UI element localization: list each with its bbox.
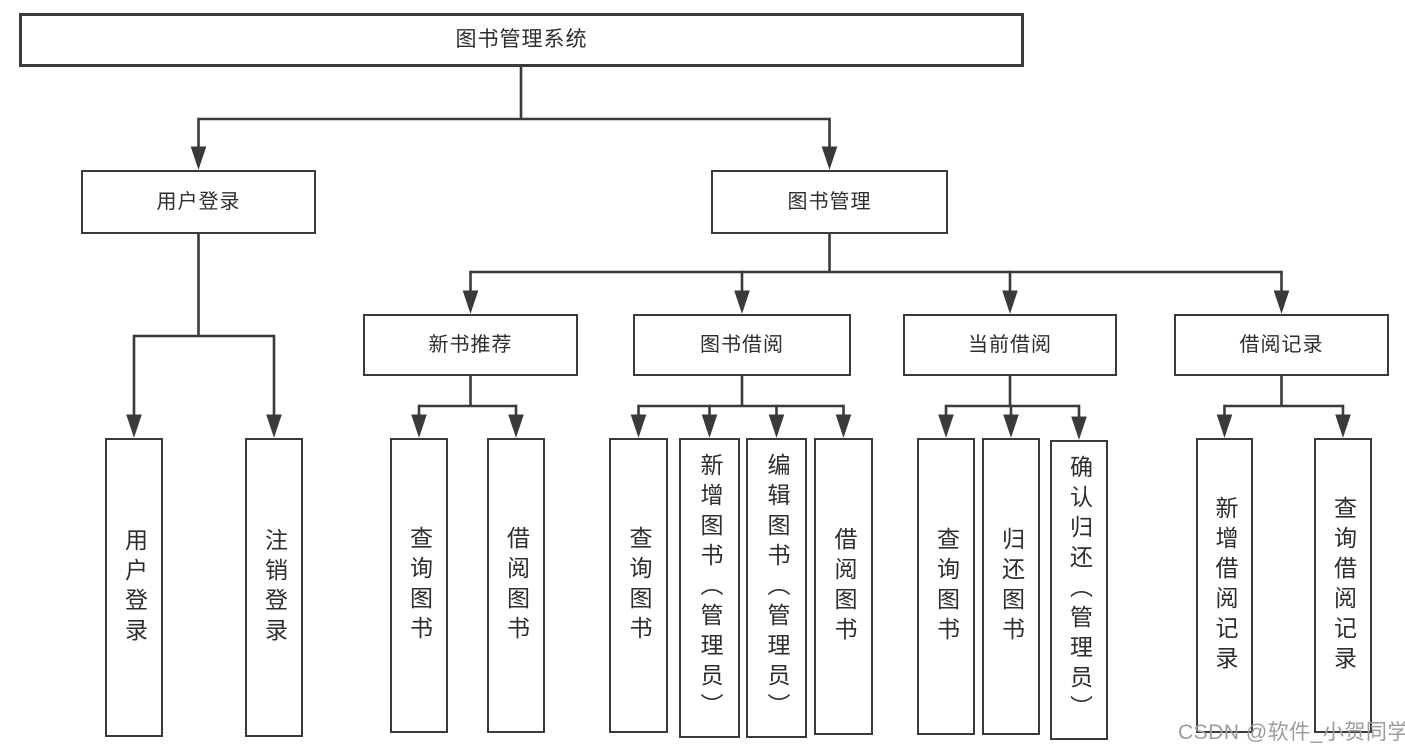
node-user-login-label: 用户登录 [156, 191, 241, 213]
node-leaf-edit-books-admin: 编辑图书（管理员） [746, 438, 807, 738]
node-leaf-edit-books-admin-label: 编辑图书（管理员） [764, 453, 790, 723]
node-leaf-return-books: 归还图书 [982, 438, 1040, 735]
node-leaf-add-books-admin: 新增图书（管理员） [679, 438, 740, 738]
connectors-user-login [126, 234, 282, 438]
node-user-login: 用户登录 [81, 170, 316, 234]
node-leaf-add-books-admin-label: 新增图书（管理员） [697, 453, 723, 723]
connectors-book-borrow [630, 376, 852, 438]
node-root: 图书管理系统 [19, 13, 1024, 67]
node-new-book-recommend: 新书推荐 [363, 314, 578, 376]
node-new-book-recommend-label: 新书推荐 [428, 334, 513, 356]
node-leaf-query-books-2: 查询图书 [609, 438, 668, 733]
node-leaf-query-borrow-record: 查询借阅记录 [1314, 438, 1372, 733]
node-leaf-borrow-books-2-label: 借阅图书 [831, 526, 857, 647]
connectors-root [190, 66, 838, 170]
node-leaf-logout: 注销登录 [245, 438, 303, 737]
node-leaf-logout-label: 注销登录 [261, 527, 288, 648]
node-leaf-user-login-label: 用户登录 [121, 527, 148, 648]
node-leaf-confirm-return-admin: 确认归还（管理员） [1050, 440, 1108, 740]
node-leaf-add-borrow-record-label: 新增借阅记录 [1212, 495, 1238, 676]
connectors-current-borrow [938, 376, 1087, 440]
node-leaf-confirm-return-admin-label: 确认归还（管理员） [1066, 455, 1093, 725]
node-current-borrow: 当前借阅 [903, 314, 1117, 376]
node-current-borrow-label: 当前借阅 [968, 334, 1052, 356]
connectors-new-book-recommend [411, 376, 524, 438]
node-leaf-user-login: 用户登录 [105, 438, 163, 737]
node-book-management-label: 图书管理 [787, 191, 872, 213]
node-root-label: 图书管理系统 [455, 28, 588, 52]
node-leaf-query-borrow-record-label: 查询借阅记录 [1330, 495, 1357, 676]
node-leaf-query-books-1: 查询图书 [390, 438, 448, 733]
node-leaf-borrow-books-1: 借阅图书 [487, 438, 545, 733]
node-borrow-record-label: 借阅记录 [1239, 334, 1324, 356]
node-book-borrow-label: 图书借阅 [700, 334, 784, 356]
connectors-borrow-record [1216, 376, 1351, 438]
node-leaf-borrow-books-2: 借阅图书 [814, 438, 873, 735]
node-leaf-query-books-2-label: 查询图书 [626, 525, 652, 646]
node-leaf-return-books-label: 归还图书 [998, 526, 1025, 647]
node-leaf-query-books-3-label: 查询图书 [933, 526, 960, 647]
watermark: CSDN @软件_小贺同学 [1178, 721, 1405, 744]
node-book-borrow: 图书借阅 [633, 314, 851, 376]
node-borrow-record: 借阅记录 [1174, 314, 1389, 376]
node-leaf-add-borrow-record: 新增借阅记录 [1196, 438, 1253, 733]
node-leaf-query-books-3: 查询图书 [917, 438, 975, 735]
node-leaf-borrow-books-1-label: 借阅图书 [503, 525, 530, 646]
node-book-management: 图书管理 [711, 170, 948, 234]
connectors-book-management [462, 234, 1290, 314]
node-leaf-query-books-1-label: 查询图书 [406, 525, 433, 646]
